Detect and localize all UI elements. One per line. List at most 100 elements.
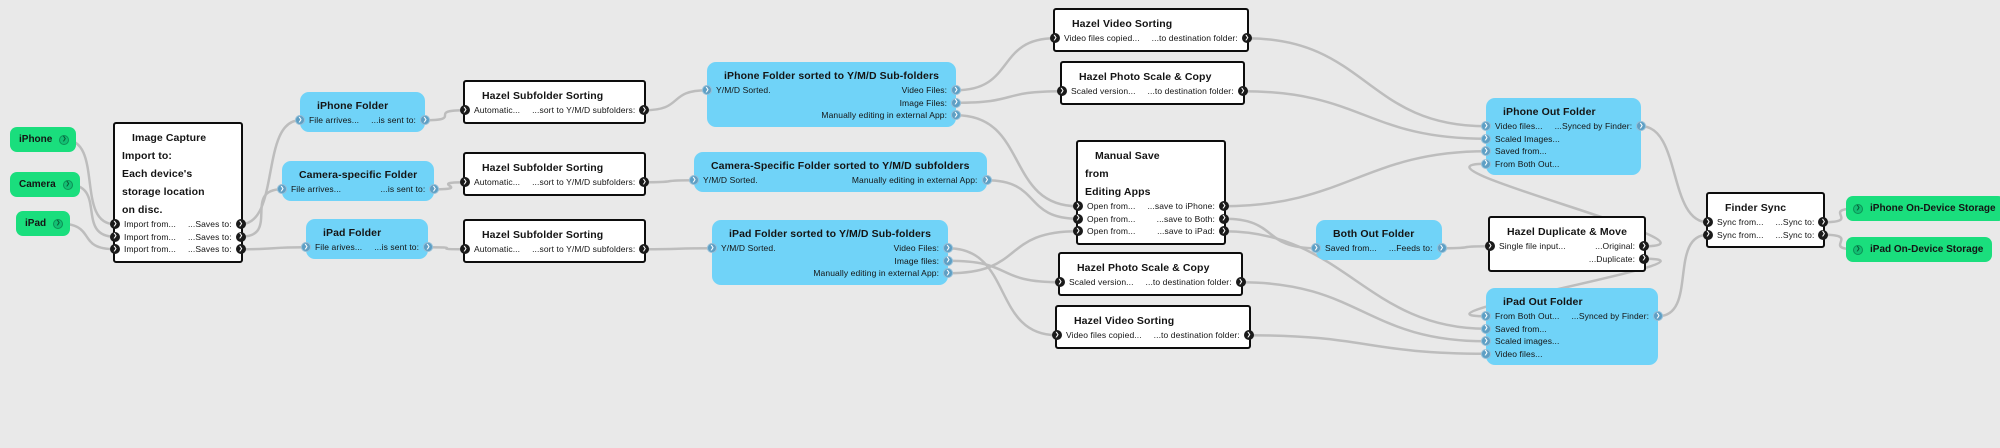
input-port[interactable]: ❯ [1481,158,1491,169]
input-port[interactable]: ❯ [110,219,120,230]
output-port[interactable]: ❯ [1218,213,1229,224]
output-port[interactable]: ❯ [1636,121,1647,132]
node-both-out[interactable]: Both Out Folder❯Saved from......Feeds to… [1311,220,1447,260]
node-dev-camera[interactable]: Camera❯ [10,172,80,197]
node-hazel-photo-top[interactable]: Hazel Photo Scale & Copy❯Scaled version.… [1057,61,1248,105]
output-port[interactable]: ❯ [1653,311,1664,322]
node-hazel-photo-bottom[interactable]: Hazel Photo Scale & Copy❯Scaled version.… [1055,252,1246,296]
input-port[interactable]: ❯ [1481,311,1491,322]
input-port[interactable]: ❯ [1073,201,1083,212]
node-image-capture[interactable]: Image Capture Import to: Each device's s… [110,122,246,263]
node-dev-iphone[interactable]: iPhone❯ [10,127,77,152]
node-hazel-video-top[interactable]: Hazel Video Sorting❯Video files copied..… [1050,8,1252,52]
output-port[interactable]: ❯ [1243,330,1254,341]
input-port[interactable]: ❯ [1703,229,1713,240]
output-port[interactable]: ❯ [1639,253,1650,264]
output-port[interactable]: ❯ [639,105,650,116]
input-port[interactable]: ❯ [1481,146,1491,157]
output-port[interactable]: ❯ [1639,241,1650,252]
output-port[interactable]: ❯ [62,179,73,190]
output-port[interactable]: ❯ [639,244,650,255]
input-port[interactable]: ❯ [1481,348,1491,359]
node-ipad-sorted[interactable]: iPad Folder sorted to Y/M/D Sub-folders❯… [707,220,954,285]
input-port[interactable]: ❯ [460,105,470,116]
input-port[interactable]: ❯ [301,242,311,253]
output-port[interactable]: ❯ [1241,33,1252,44]
input-port[interactable]: ❯ [1485,241,1495,252]
input-port[interactable]: ❯ [689,175,699,186]
output-port[interactable]: ❯ [943,243,954,254]
output-port[interactable]: ❯ [981,175,992,186]
input-port[interactable]: ❯ [1055,277,1065,288]
node-finder-sync[interactable]: Finder Sync❯Sync from......Sync to:❯❯Syn… [1703,192,1829,248]
node-iphone-sorted[interactable]: iPhone Folder sorted to Y/M/D Sub-folder… [702,62,962,127]
output-port[interactable]: ❯ [59,134,70,145]
input-port[interactable]: ❯ [460,244,470,255]
node-manual-save[interactable]: Manual Save from Editing Apps❯Open from.… [1073,140,1229,245]
input-port[interactable]: ❯ [1481,133,1491,144]
input-port[interactable]: ❯ [1481,121,1491,132]
output-port[interactable]: ❯ [420,115,431,126]
output-port[interactable]: ❯ [1218,226,1229,237]
input-port[interactable]: ❯ [1481,336,1491,347]
input-port[interactable]: ❯ [1311,243,1321,254]
output-port[interactable]: ❯ [235,244,246,255]
output-port[interactable]: ❯ [1436,243,1447,254]
wire [946,259,1062,284]
port-row: ❯Sync from......Sync to:❯ [1703,229,1829,242]
output-port[interactable]: ❯ [639,177,650,188]
wire [1222,230,1488,330]
output-port[interactable]: ❯ [951,85,962,96]
input-port[interactable]: ❯ [460,177,470,188]
output-port[interactable]: ❯ [943,268,954,279]
input-port[interactable]: ❯ [1703,217,1713,228]
output-port[interactable]: ❯ [943,255,954,266]
input-port[interactable]: ❯ [702,85,712,96]
input-port[interactable]: ❯ [1853,203,1863,214]
output-port[interactable]: ❯ [951,110,962,121]
input-port[interactable]: ❯ [110,231,120,242]
output-port[interactable]: ❯ [53,218,64,229]
node-camera-sorted[interactable]: Camera-Specific Folder sorted to Y/M/D s… [689,152,992,192]
input-port-label: Automatic... [474,105,521,116]
output-port[interactable]: ❯ [429,184,440,195]
node-title: Finder Sync [1725,202,1787,214]
node-iphone-folder[interactable]: iPhone Folder❯File arrives......is sent … [295,92,431,132]
output-port[interactable]: ❯ [1818,217,1829,228]
input-port[interactable]: ❯ [1050,33,1060,44]
output-port[interactable]: ❯ [1237,86,1248,97]
node-camera-folder[interactable]: Camera-specific Folder❯File arrives.....… [277,161,440,201]
output-port[interactable]: ❯ [235,219,246,230]
node-hazel-sort-3[interactable]: Hazel Subfolder Sorting❯Automatic......s… [460,219,650,263]
input-port[interactable]: ❯ [1052,330,1062,341]
output-port[interactable]: ❯ [1218,201,1229,212]
node-hazel-sort-2[interactable]: Hazel Subfolder Sorting❯Automatic......s… [460,152,650,196]
node-dev-ipad[interactable]: iPad❯ [16,211,71,236]
node-hazel-dup[interactable]: Hazel Duplicate & Move❯Single file input… [1485,216,1650,272]
input-port[interactable]: ❯ [110,244,120,255]
node-hazel-sort-1[interactable]: Hazel Subfolder Sorting❯Automatic......s… [460,80,650,124]
port-row: ❯From Both Out......Synced by Finder:❯ [1481,310,1664,323]
input-port[interactable]: ❯ [1073,226,1083,237]
input-port[interactable]: ❯ [295,115,305,126]
output-port[interactable]: ❯ [423,242,434,253]
node-ipad-folder[interactable]: iPad Folder❯File arives......is sent to:… [301,219,434,259]
node-hazel-video-bottom[interactable]: Hazel Video Sorting❯Video files copied..… [1052,305,1254,349]
output-port[interactable]: ❯ [951,97,962,108]
node-iphone-out[interactable]: iPhone Out Folder❯Video files......Synce… [1481,98,1647,175]
input-port[interactable]: ❯ [1481,323,1491,334]
output-port[interactable]: ❯ [1235,277,1246,288]
input-port[interactable]: ❯ [707,243,717,254]
input-port[interactable]: ❯ [1073,213,1083,224]
output-port[interactable]: ❯ [235,231,246,242]
input-port[interactable]: ❯ [277,184,287,195]
output-port[interactable]: ❯ [1818,229,1829,240]
node-store-ipad[interactable]: ❯iPad On-Device Storage [1846,237,1993,262]
node-store-iphone[interactable]: ❯iPhone On-Device Storage [1846,196,2000,221]
node-ipad-out[interactable]: iPad Out Folder❯From Both Out......Synce… [1481,288,1664,365]
output-port-label: Manually editing in external App: [813,268,940,279]
input-port[interactable]: ❯ [1057,86,1067,97]
wire [643,179,696,184]
input-port[interactable]: ❯ [1853,244,1863,255]
